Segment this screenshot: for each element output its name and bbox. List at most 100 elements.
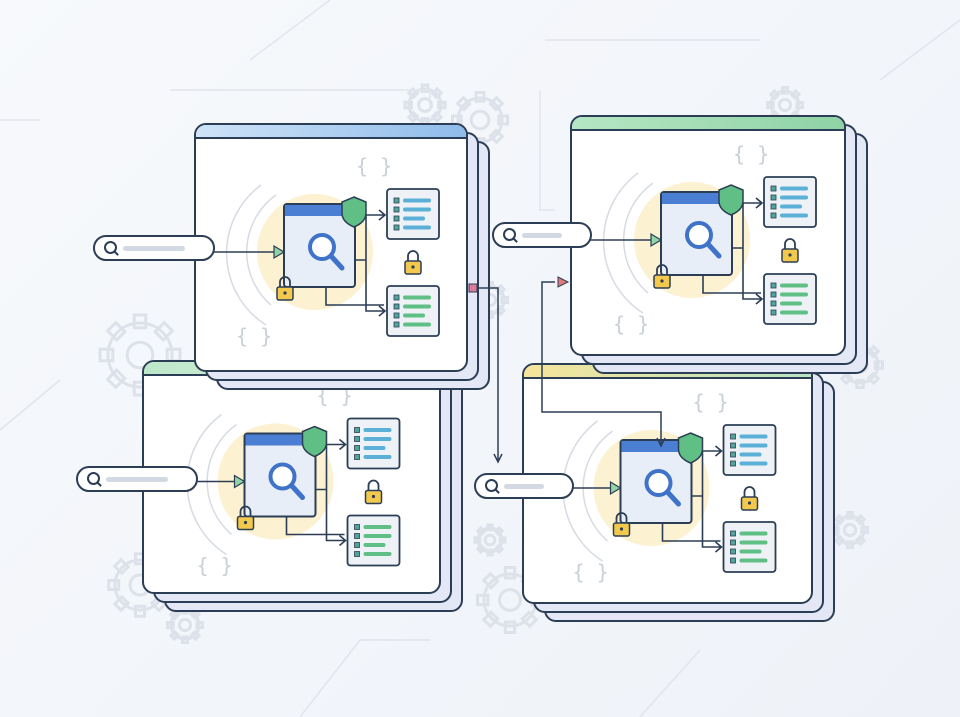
arc — [225, 184, 267, 326]
text-line — [780, 283, 808, 288]
arrow-icon — [285, 438, 347, 547]
text-line — [780, 195, 808, 200]
lock-shackle — [407, 250, 419, 261]
text-line — [363, 455, 392, 459]
search-input[interactable] — [474, 473, 574, 499]
text-line — [739, 558, 768, 563]
lock-shackle — [743, 486, 756, 497]
arc — [206, 423, 237, 536]
document — [763, 273, 817, 325]
search-input[interactable] — [492, 222, 592, 248]
gear-body — [834, 514, 866, 546]
gear-tooth — [112, 594, 131, 613]
lock-shackle — [784, 238, 796, 249]
document-list-icon — [346, 417, 401, 470]
text-line — [739, 531, 768, 536]
bullet — [393, 224, 400, 231]
search-input[interactable] — [93, 235, 215, 261]
arc — [622, 182, 654, 294]
bullet — [393, 197, 400, 204]
document-list-icon — [722, 521, 777, 573]
gear-hole — [177, 617, 193, 633]
gear-hole — [125, 340, 155, 370]
text-line — [363, 446, 386, 450]
text-line — [403, 225, 431, 230]
gear-hole — [469, 109, 491, 131]
bullet — [354, 445, 360, 451]
text-line — [739, 434, 768, 439]
bullet — [730, 557, 736, 564]
background-line — [170, 89, 431, 110]
bullet — [770, 212, 777, 219]
search-placeholder-bar — [522, 233, 562, 238]
magnifier-handle — [328, 253, 345, 271]
text-line — [363, 543, 386, 547]
bullet — [730, 442, 736, 449]
keyhole — [660, 279, 664, 283]
gear-tooth — [503, 620, 517, 634]
shield-icon — [301, 425, 328, 458]
keyhole — [243, 520, 248, 525]
gear-tooth — [134, 604, 146, 618]
gear-icon — [403, 83, 447, 127]
lock-shackle — [279, 276, 291, 287]
brace-glyph: { } — [613, 312, 649, 336]
lock-icon — [740, 486, 759, 511]
text-line — [403, 313, 425, 318]
panel-top-right: { } { } — [570, 115, 846, 356]
document-list-icon — [722, 424, 777, 476]
text-line — [363, 437, 392, 441]
gear-hole — [498, 588, 522, 612]
bullet — [770, 185, 777, 192]
arrow-head — [609, 480, 622, 496]
search-icon — [485, 479, 498, 492]
background-line — [0, 379, 61, 431]
gear-tooth — [520, 610, 539, 629]
search-icon — [503, 228, 516, 241]
gear-tooth — [476, 593, 490, 607]
illustration: { } { } — [572, 142, 817, 336]
document — [386, 285, 440, 337]
gear-hole — [842, 522, 858, 538]
search-input[interactable] — [76, 466, 198, 492]
document — [763, 176, 817, 228]
background-line — [639, 649, 701, 717]
arrow-head — [233, 474, 246, 489]
gear-tooth — [112, 557, 131, 576]
gear-icon — [98, 313, 182, 397]
arrow-icon — [661, 445, 723, 553]
bullet — [393, 294, 400, 301]
text-line — [780, 204, 802, 209]
gear-body — [169, 609, 201, 641]
shield-icon — [677, 432, 704, 464]
arrow-head — [650, 232, 663, 248]
brace-glyph: { } — [236, 324, 272, 348]
gear-tooth — [105, 320, 127, 342]
search-placeholder-bar — [106, 477, 168, 482]
bullet — [770, 291, 777, 298]
magnifier-handle — [289, 483, 305, 500]
document — [722, 521, 777, 573]
window-header — [572, 117, 844, 131]
gear-icon — [166, 606, 204, 644]
brace-glyph: { } — [693, 390, 729, 414]
brace-glyph: { } — [733, 142, 769, 166]
magnifier-icon — [685, 221, 713, 249]
gear-icon — [473, 523, 507, 557]
gear-hole — [417, 97, 433, 113]
bullet — [730, 460, 736, 467]
lock-icon — [612, 512, 631, 537]
bullet — [393, 206, 400, 213]
text-line — [403, 198, 431, 203]
document-list-icon — [386, 188, 440, 240]
document-list-icon — [386, 285, 440, 337]
arrow-icon — [325, 209, 387, 317]
gear-hole — [777, 97, 793, 113]
search-icon — [104, 241, 117, 254]
gear-icon — [831, 511, 869, 549]
background-line — [539, 90, 555, 211]
bullet — [770, 282, 777, 289]
keyhole — [283, 291, 287, 295]
bullet — [354, 436, 360, 442]
lock-icon — [364, 479, 383, 505]
